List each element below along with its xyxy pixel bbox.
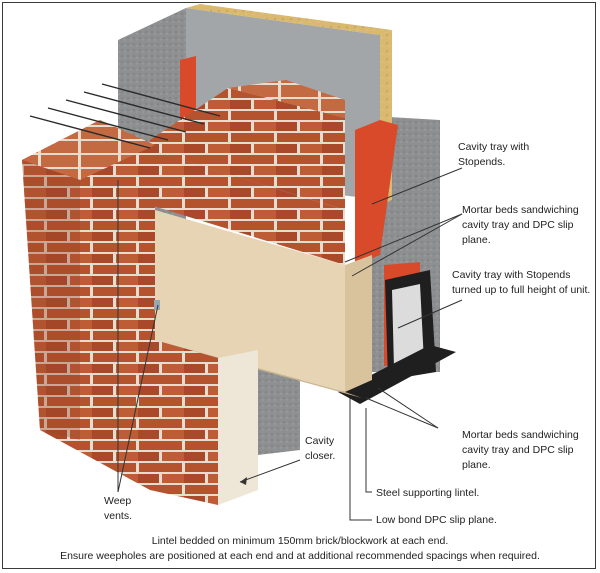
cavity-tray-right [355, 120, 398, 265]
caption-line-2: Ensure weepholes are positioned at each … [60, 550, 540, 562]
lintel-side-face [345, 255, 372, 392]
upper-brick-panel-top [150, 88, 345, 210]
label-cavity-tray-stopends: Cavity tray with Stopends. [458, 141, 530, 168]
label-mortar-beds-top: Mortar beds sandwiching cavity tray and … [462, 204, 579, 246]
outer-brick-leaf-left [22, 120, 218, 505]
label-cavity-closer: Cavity closer. [305, 435, 336, 462]
leader-lines [117, 167, 463, 521]
outer-brick-leaf-top [22, 120, 155, 180]
label-mortar-beds-bottom: Mortar beds sandwiching cavity tray and … [462, 429, 579, 471]
label-weep-vents: Weep vents. [104, 495, 133, 522]
lintel-front-face [155, 210, 345, 392]
steel-lintel-upright-face [392, 284, 424, 368]
label-steel-lintel: Steel supporting lintel. [376, 487, 480, 499]
label-cavity-tray-full-height: Cavity tray with Stopends turned up to f… [452, 269, 591, 296]
upper-brick-panel-cap [228, 80, 345, 118]
label-low-bond-dpc: Low bond DPC slip plane. [376, 514, 497, 526]
caption-line-1: Lintel bedded on minimum 150mm brick/blo… [151, 535, 449, 547]
cavity-closer-insert [218, 350, 258, 505]
insulation-board-edge [186, 4, 392, 35]
upper-brick-panel-face [150, 150, 345, 265]
diagram-frame [2, 2, 596, 569]
lintel-bottom-strip [155, 340, 362, 398]
steel-lintel-base [338, 345, 456, 404]
weep-vent-upper [154, 300, 160, 310]
outer-brick-leaf-end [22, 160, 80, 440]
wall-ties [29, 83, 221, 149]
